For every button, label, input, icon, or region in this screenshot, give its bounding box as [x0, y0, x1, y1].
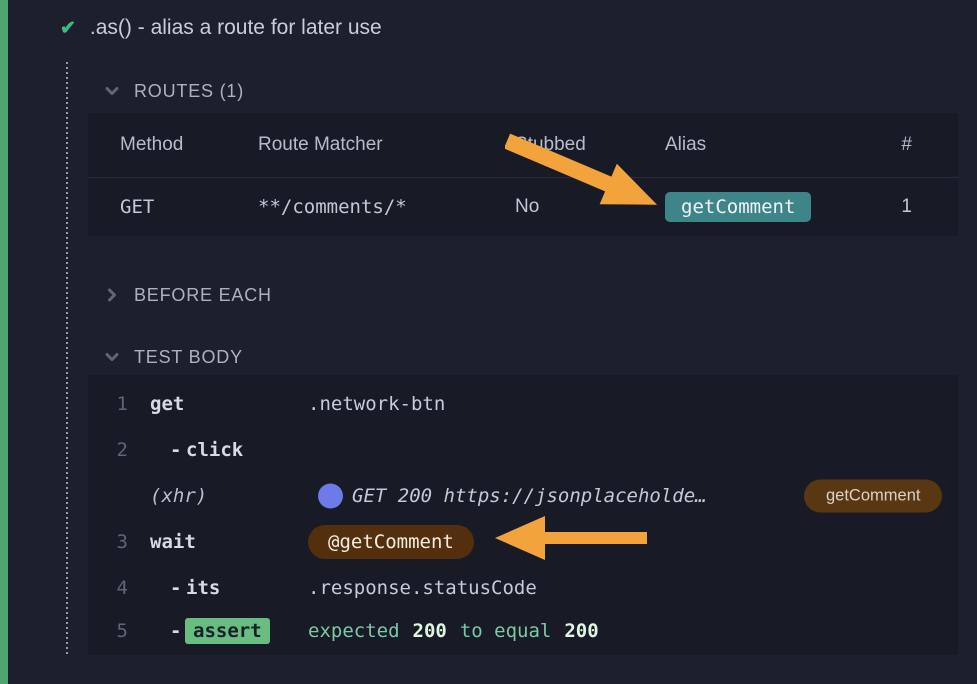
before-each-section-header[interactable]: BEFORE EACH [104, 282, 272, 308]
check-icon: ✔ [60, 17, 76, 39]
xhr-event-label: (xhr) [150, 485, 208, 507]
col-route-matcher: Route Matcher [258, 134, 383, 155]
command-number: 4 [116, 577, 128, 599]
command-number: 5 [116, 620, 128, 642]
route-alias-badge: getComment [665, 192, 812, 222]
route-matcher: **/comments/* [258, 196, 407, 218]
test-pass-indicator-strip [0, 0, 8, 684]
route-alias-badge-wrap: getComment [665, 192, 812, 222]
assert-badge: assert [185, 618, 270, 644]
test-title: .as() - alias a route for later use [89, 16, 382, 39]
chevron-down-icon [105, 87, 119, 95]
command-name: click [186, 439, 244, 461]
test-title-row[interactable]: ✔ .as() - alias a route for later use [60, 14, 382, 42]
command-message: .network-btn [308, 393, 446, 415]
routes-section-header[interactable]: ROUTES (1) [104, 78, 244, 104]
wait-alias-badge: @getComment [308, 525, 474, 559]
col-stubbed: Stubbed [515, 134, 586, 155]
col-method: Method [120, 134, 184, 155]
route-count: 1 [901, 196, 912, 217]
routes-table-header: Method Route Matcher Stubbed Alias # [88, 113, 958, 177]
assert-expected-value: 200 [564, 620, 599, 642]
assert-expected-label: expected [308, 620, 400, 642]
command-number: 2 [116, 439, 128, 461]
test-body-section-label: TEST BODY [134, 346, 243, 367]
assert-to-equal-label: to equal [459, 620, 552, 642]
event-xhr[interactable]: (xhr) GET 200 https://jsonplaceholde… ge… [88, 473, 958, 519]
command-name: get [150, 393, 185, 415]
command-number: 1 [116, 393, 128, 415]
test-body-section-header[interactable]: TEST BODY [104, 344, 243, 370]
chevron-right-icon [108, 288, 116, 302]
assert-message: expected 200 to equal 200 [308, 620, 599, 642]
assert-actual-value: 200 [412, 620, 447, 642]
command-its[interactable]: 4 - its .response.statusCode [88, 565, 958, 611]
xhr-alias-badge: getComment [804, 479, 943, 513]
command-message: .response.statusCode [308, 577, 537, 599]
route-method: GET [120, 196, 155, 218]
command-get[interactable]: 1 get .network-btn [88, 381, 958, 427]
test-body-dotted-guide [66, 62, 68, 654]
command-assert[interactable]: 5 - assert expected 200 to equal 200 [88, 608, 958, 654]
chevron-down-icon [105, 353, 119, 361]
command-name: wait [150, 531, 196, 553]
command-log: 1 get .network-btn 2 - click (xhr) GET 2… [88, 375, 958, 655]
xhr-event-message: GET 200 https://jsonplaceholde… [352, 485, 707, 507]
col-count: # [901, 134, 912, 155]
child-command-dash: - [170, 439, 182, 461]
child-command-dash: - [170, 620, 182, 642]
before-each-section-label: BEFORE EACH [134, 284, 272, 305]
command-number: 3 [116, 531, 128, 553]
command-wait[interactable]: 3 wait @getComment [88, 519, 958, 565]
route-stubbed: No [515, 196, 540, 217]
routes-table: Method Route Matcher Stubbed Alias # GET… [88, 113, 958, 236]
command-click[interactable]: 2 - click [88, 427, 958, 473]
xhr-status-dot-icon [318, 483, 343, 509]
routes-section-label: ROUTES (1) [134, 80, 245, 101]
child-command-dash: - [170, 577, 182, 599]
command-name: its [186, 577, 221, 599]
col-alias: Alias [665, 134, 707, 155]
route-row: GET **/comments/* No getComment 1 [88, 178, 958, 236]
